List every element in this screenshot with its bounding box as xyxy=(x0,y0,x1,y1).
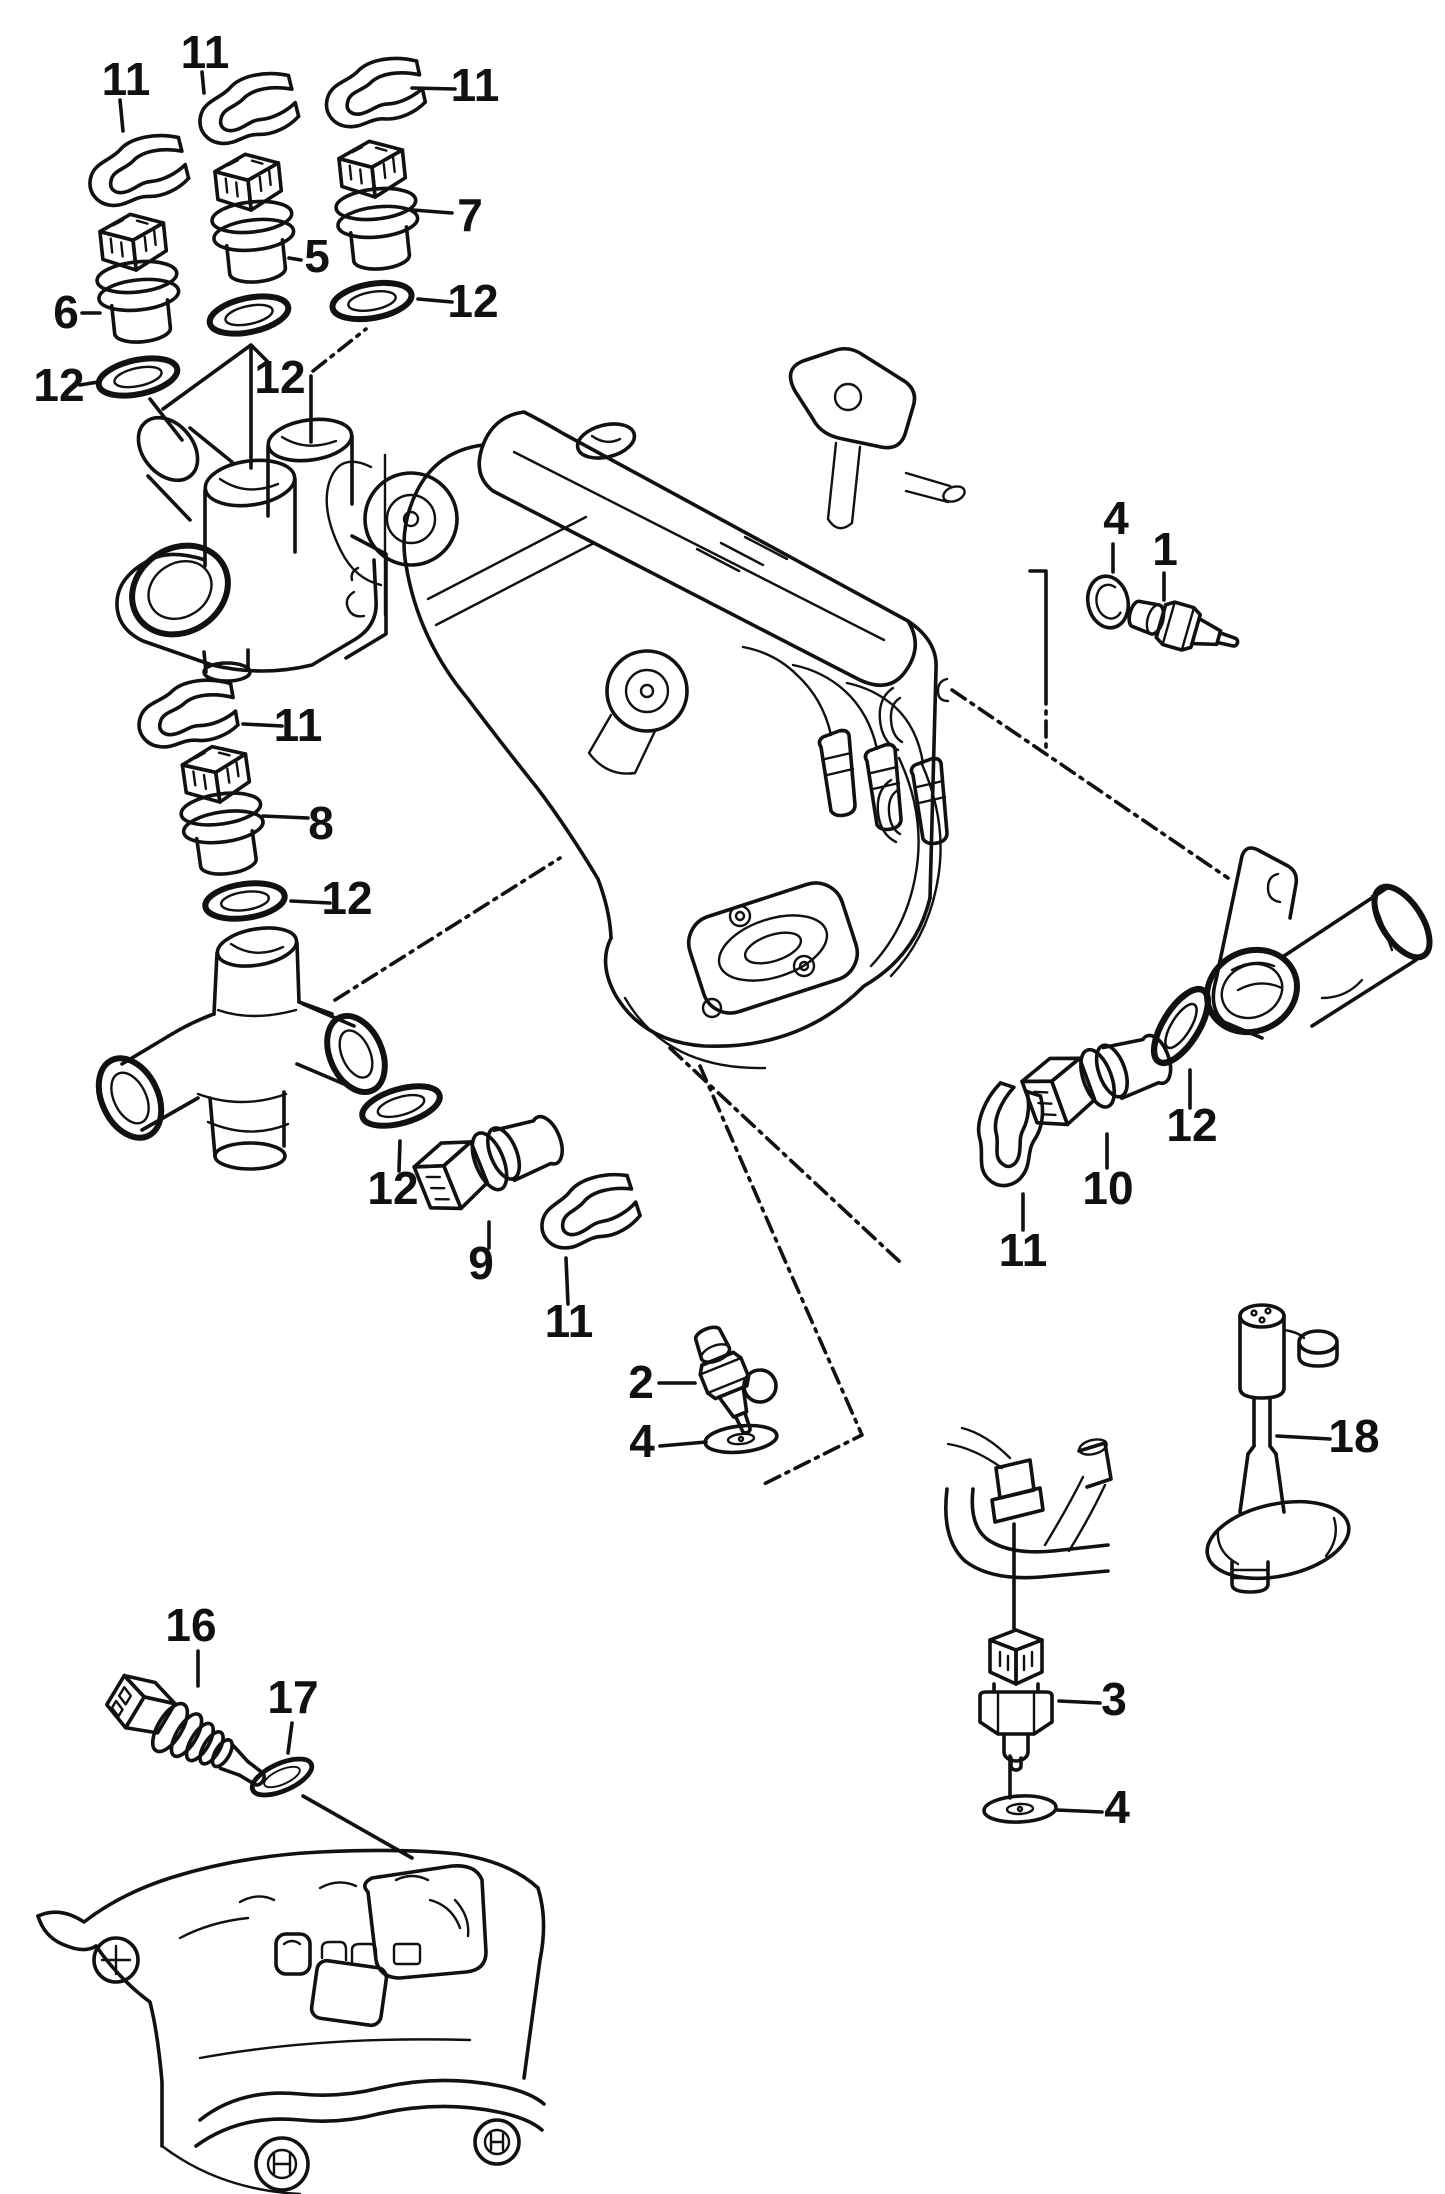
transmission-housing xyxy=(36,1848,546,2194)
o-ring-12-left xyxy=(95,352,180,402)
callout-8: 8 xyxy=(308,797,334,849)
leader-lines xyxy=(78,70,1332,1860)
coolant-flange xyxy=(1204,846,1433,1040)
construction-lines xyxy=(311,327,1230,1486)
oil-pressure-switch-1 xyxy=(1122,589,1246,666)
oil-level-sender-18 xyxy=(1205,1303,1351,1594)
retaining-clip-11b xyxy=(189,65,303,151)
callout-11-f: 11 xyxy=(999,1224,1048,1276)
o-ring-12-mid xyxy=(206,290,291,340)
callout-17: 17 xyxy=(267,1671,318,1723)
o-ring-12-sensor8 xyxy=(203,879,287,924)
seal-ring-4b xyxy=(1081,570,1135,634)
thermo-switch-3 xyxy=(978,1628,1054,1772)
hose-assembly xyxy=(944,1426,1113,1580)
callout-3: 3 xyxy=(1101,1673,1127,1725)
callout-5: 5 xyxy=(304,230,330,282)
four-way-coolant-pipe xyxy=(95,926,388,1171)
oil-pressure-switch-2 xyxy=(683,1319,770,1443)
callout-1: 1 xyxy=(1152,523,1178,575)
temperature-sensor-6 xyxy=(88,208,186,348)
callout-9: 9 xyxy=(468,1237,494,1289)
marker-dot xyxy=(742,1368,778,1404)
o-ring-12-right xyxy=(330,277,415,324)
callout-7: 7 xyxy=(457,189,483,241)
callout-11-b: 11 xyxy=(181,26,230,78)
o-ring-12-sensor9 xyxy=(358,1079,444,1134)
callout-12-d: 12 xyxy=(321,872,372,924)
seal-ring-4c xyxy=(981,1792,1059,1826)
temperature-sensor-5 xyxy=(203,148,301,288)
callout-10: 10 xyxy=(1082,1162,1133,1214)
thermostat-housing xyxy=(115,415,388,683)
callout-18: 18 xyxy=(1328,1410,1379,1462)
callout-2: 2 xyxy=(628,1356,654,1408)
retaining-clip-11f xyxy=(960,1078,1052,1194)
retaining-clip-11d xyxy=(131,673,242,754)
o-ring-12-flange xyxy=(1144,981,1219,1071)
retaining-clip-11a xyxy=(79,127,193,213)
seal-ring-4a xyxy=(702,1420,780,1458)
temperature-sender-9 xyxy=(407,1099,573,1221)
temperature-sensor-8 xyxy=(170,739,272,881)
callout-12-c: 12 xyxy=(33,359,84,411)
callout-11-a: 11 xyxy=(102,53,151,105)
callout-12-e: 12 xyxy=(367,1162,418,1214)
engine-illustration xyxy=(325,346,966,1070)
callout-4-a: 4 xyxy=(629,1415,655,1467)
callout-11-e: 11 xyxy=(545,1295,594,1347)
callout-12-a: 12 xyxy=(447,275,498,327)
temperature-sensor-16 xyxy=(104,1673,266,1787)
callout-16: 16 xyxy=(165,1599,216,1651)
callout-11-c: 11 xyxy=(451,59,500,111)
temperature-sensor-7 xyxy=(327,135,425,275)
callout-12-f: 12 xyxy=(1166,1099,1217,1151)
callout-12-b: 12 xyxy=(254,351,305,403)
callout-labels: 11 11 11 7 5 6 12 12 12 11 8 12 12 9 11 … xyxy=(33,26,1379,1833)
o-ring-17 xyxy=(247,1752,317,1803)
callout-6: 6 xyxy=(53,286,79,338)
callout-4-c: 4 xyxy=(1104,1781,1130,1833)
retaining-clip-11c xyxy=(317,50,430,134)
callout-4-b: 4 xyxy=(1103,492,1129,544)
callout-11-d: 11 xyxy=(274,699,323,751)
retaining-clip-11e xyxy=(529,1165,645,1257)
